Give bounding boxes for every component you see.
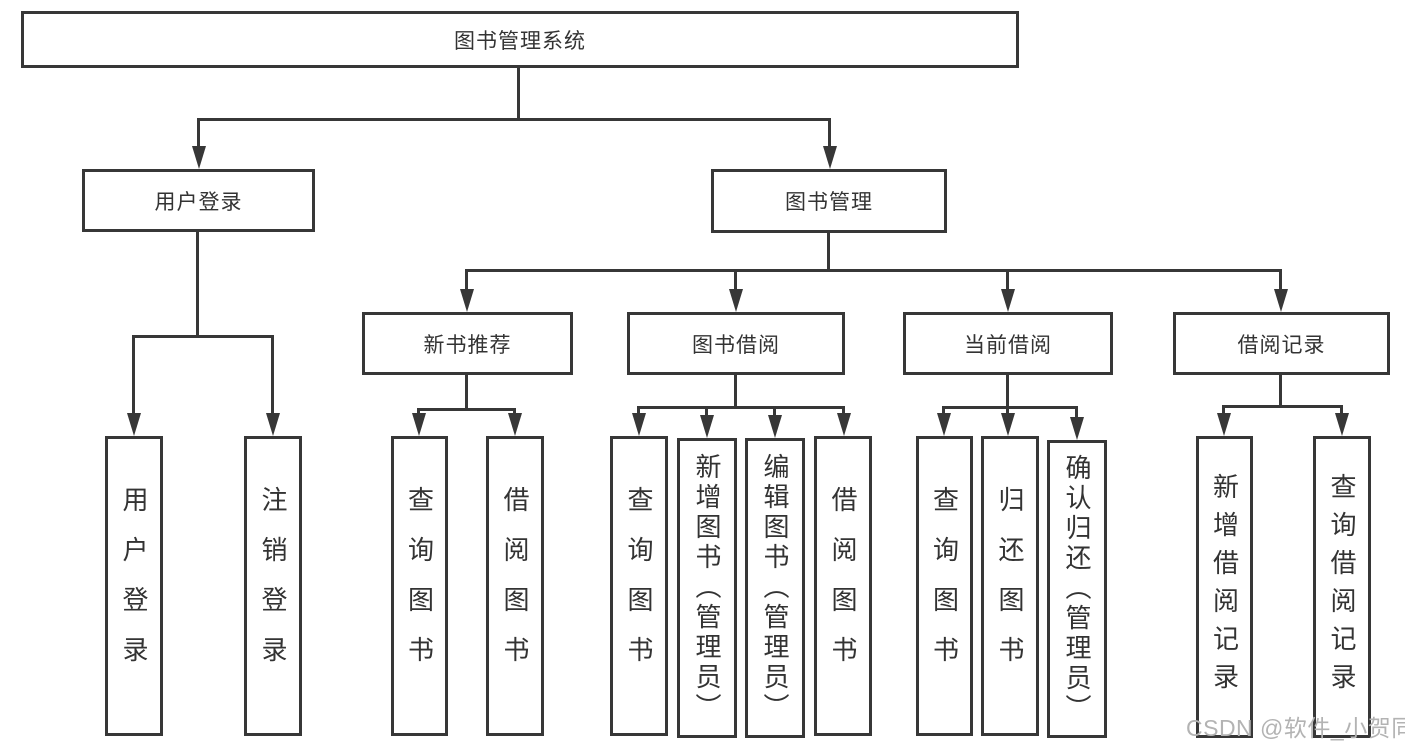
- connector-line: [1222, 405, 1343, 408]
- connector-line: [1006, 269, 1009, 290]
- node-label: 图书管理: [785, 191, 873, 214]
- node-borrowing-records: 借阅记录: [1173, 312, 1390, 375]
- connector-line: [773, 406, 776, 416]
- arrow-down-icon: [631, 413, 646, 436]
- arrow-down-icon: [936, 413, 951, 436]
- node-label: 归还图书: [995, 486, 1025, 686]
- arrow-down-icon: [1334, 413, 1349, 436]
- node-label: 确认归还（管理员）: [1062, 454, 1092, 724]
- node-leaf-borrow-books-2: 借阅图书: [814, 436, 872, 736]
- connector-line: [465, 269, 468, 290]
- node-book-borrowing: 图书借阅: [627, 312, 845, 375]
- connector-line: [1075, 406, 1078, 418]
- connector-line: [271, 335, 274, 414]
- node-current-borrowing: 当前借阅: [903, 312, 1113, 375]
- connector-line: [1279, 375, 1282, 408]
- node-leaf-add-books: 新增图书（管理员）: [677, 438, 737, 738]
- connector-line: [842, 406, 845, 414]
- connector-line: [734, 375, 737, 409]
- node-label: 用户登录: [119, 486, 149, 686]
- arrow-down-icon: [767, 415, 782, 438]
- arrow-down-icon: [459, 289, 474, 312]
- connector-line: [197, 118, 200, 147]
- arrow-down-icon: [1273, 289, 1288, 312]
- arrow-down-icon: [126, 413, 141, 436]
- node-user-login: 用户登录: [82, 169, 315, 232]
- arrow-down-icon: [265, 413, 280, 436]
- arrow-down-icon: [836, 413, 851, 436]
- connector-line: [942, 406, 1078, 409]
- arrow-down-icon: [1000, 289, 1015, 312]
- node-leaf-return-books: 归还图书: [981, 436, 1039, 736]
- node-leaf-query-record: 查询借阅记录: [1313, 436, 1371, 738]
- node-new-book-rec: 新书推荐: [362, 312, 573, 375]
- connector-line: [828, 118, 831, 147]
- node-leaf-query-books-2: 查询图书: [610, 436, 668, 736]
- connector-line: [517, 68, 520, 121]
- arrow-down-icon: [507, 413, 522, 436]
- node-label: 新增借阅记录: [1209, 473, 1240, 701]
- connector-line: [1279, 269, 1282, 290]
- connector-line: [1222, 405, 1225, 414]
- node-leaf-borrow-books-1: 借阅图书: [486, 436, 544, 736]
- watermark: CSDN @软件_小贺同学: [1186, 715, 1405, 741]
- connector-line: [734, 269, 737, 290]
- arrow-down-icon: [1069, 417, 1084, 440]
- arrow-down-icon: [822, 146, 837, 169]
- connector-line: [942, 406, 945, 414]
- node-label: 查询借阅记录: [1327, 473, 1357, 701]
- node-leaf-confirm-return: 确认归还（管理员）: [1047, 440, 1107, 738]
- node-leaf-query-books-3: 查询图书: [916, 436, 973, 736]
- node-label: 图书借阅: [692, 333, 780, 357]
- connector-line: [417, 408, 420, 414]
- node-leaf-query-books-1: 查询图书: [391, 436, 448, 736]
- node-leaf-logout: 注销登录: [244, 436, 302, 736]
- connector-line: [196, 232, 199, 338]
- node-label: 借阅记录: [1237, 333, 1326, 357]
- node-label: 注销登录: [258, 486, 288, 686]
- node-label: 图书管理系统: [454, 29, 586, 53]
- node-label: 编辑图书（管理员）: [760, 453, 790, 723]
- node-leaf-add-record: 新增借阅记录: [1196, 436, 1253, 738]
- arrow-down-icon: [699, 415, 714, 438]
- node-label: 查询图书: [929, 486, 960, 686]
- node-leaf-user-login: 用户登录: [105, 436, 163, 736]
- connector-line: [827, 233, 830, 272]
- node-book-management: 图书管理: [711, 169, 947, 233]
- arrow-down-icon: [1216, 413, 1231, 436]
- node-label: 借阅图书: [500, 486, 530, 686]
- node-label: 当前借阅: [964, 333, 1052, 357]
- connector-line: [465, 375, 468, 411]
- node-system-root: 图书管理系统: [21, 11, 1019, 68]
- node-label: 查询图书: [404, 486, 435, 686]
- node-label: 借阅图书: [828, 486, 858, 686]
- connector-line: [1006, 406, 1009, 414]
- node-label: 用户登录: [154, 190, 243, 214]
- arrow-down-icon: [191, 146, 206, 169]
- connector-line: [637, 406, 640, 414]
- node-label: 新书推荐: [423, 333, 512, 357]
- node-leaf-edit-books: 编辑图书（管理员）: [745, 438, 805, 738]
- connector-line: [513, 408, 516, 414]
- connector-line: [1006, 375, 1009, 409]
- connector-line: [1340, 405, 1343, 414]
- connector-line: [132, 335, 135, 414]
- connector-line: [705, 406, 708, 416]
- connector-line: [132, 335, 274, 338]
- connector-line: [465, 269, 1282, 272]
- connector-line: [197, 118, 831, 121]
- connector-line: [417, 408, 516, 411]
- connector-line: [637, 406, 845, 409]
- arrow-down-icon: [411, 413, 426, 436]
- arrow-down-icon: [1000, 413, 1015, 436]
- node-label: 查询图书: [624, 486, 654, 686]
- arrow-down-icon: [728, 289, 743, 312]
- node-label: 新增图书（管理员）: [692, 453, 722, 723]
